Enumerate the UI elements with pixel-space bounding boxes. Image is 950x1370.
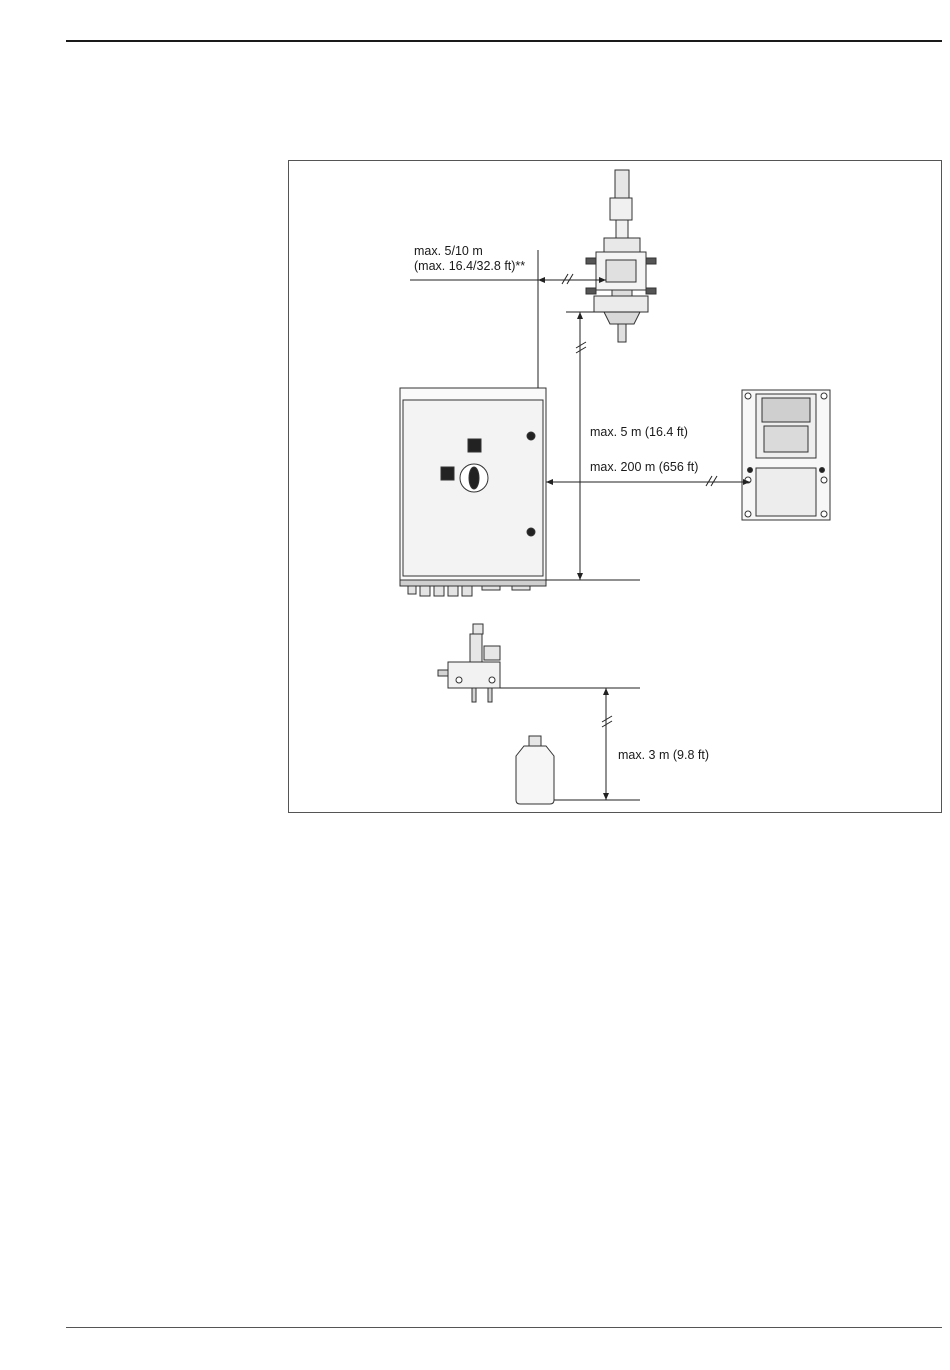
cleaning-canister (516, 736, 554, 804)
canister-height-label: max. 3 m (9.8 ft) (618, 748, 709, 763)
probe-distance-label-line2: (max. 16.4/32.8 ft)** (414, 259, 525, 274)
probe-distance-label-line1: max. 5/10 m (414, 244, 483, 259)
installation-diagram (288, 160, 942, 813)
valve-block (438, 624, 500, 702)
retractable-assembly (586, 170, 656, 342)
footer-rule (66, 1327, 942, 1328)
control-panel-box (400, 388, 546, 586)
transmitter-device (742, 390, 830, 520)
vertical-distance-label: max. 5 m (16.4 ft) (590, 425, 688, 440)
header-rule (66, 40, 942, 42)
transmitter-distance-label: max. 200 m (656 ft) (590, 460, 698, 475)
cable-glands (408, 586, 530, 596)
